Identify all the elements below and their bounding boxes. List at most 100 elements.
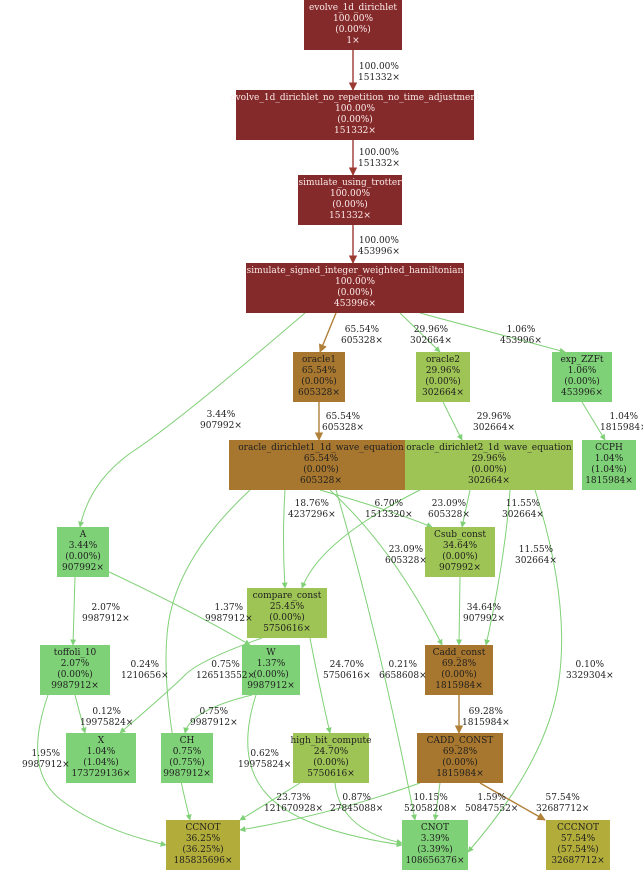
- edge-w-to-ch: [183, 694, 253, 734]
- node-self: (0.00%): [425, 377, 461, 387]
- edge-od2-to-cnot: [467, 489, 563, 853]
- edge-percent: 24.70%: [329, 660, 364, 670]
- edge-ssiwh-to-oracle2: [399, 312, 441, 353]
- node-name: Cadd_const: [432, 648, 486, 658]
- node-self: (0.00%): [301, 377, 337, 387]
- node-self: (0.00%): [253, 670, 289, 680]
- node-name: simulate_signed_integer_weighted_hamilto…: [246, 266, 464, 276]
- edge-toffoli-to-ccnot_l: [37, 694, 167, 847]
- node-calls: 108656376×: [405, 856, 465, 866]
- node-self: (0.00%): [57, 670, 93, 680]
- edge-calls: 605328×: [322, 423, 364, 433]
- node-total: 100.00%: [334, 104, 376, 114]
- edge-percent: 100.00%: [358, 236, 399, 246]
- edge-od1-to-compare: [281, 489, 288, 589]
- node-self: (1.04%): [83, 758, 119, 768]
- edge-calls: 9987912×: [190, 718, 238, 728]
- edge-percent: 1.95%: [31, 749, 61, 759]
- edge-calls: 302664×: [473, 423, 515, 433]
- edge-calls: 27845088×: [330, 804, 384, 814]
- edge-hbc-to-cnot: [334, 782, 403, 845]
- node-self: (0.00%): [65, 552, 101, 562]
- edge-percent: 65.54%: [344, 325, 380, 335]
- edges-layer: [37, 50, 606, 853]
- edge-ssiwh-to-expzzft: [419, 312, 566, 354]
- node-ssiwh[interactable]: simulate_signed_integer_weighted_hamilto…: [246, 263, 464, 313]
- node-self: (0.00%): [442, 758, 478, 768]
- edge-label-oracle1-to-od1: 65.54%605328×: [322, 412, 364, 434]
- edge-od2-to-csub: [460, 489, 471, 528]
- edge-percent: 1.04%: [609, 412, 639, 422]
- node-name: CCCNOT: [557, 823, 599, 833]
- node-total: 3.44%: [68, 541, 98, 551]
- node-total: 1.37%: [256, 659, 286, 669]
- node-total: 65.54%: [303, 454, 339, 464]
- edge-calls: 19975824×: [238, 760, 292, 770]
- node-self: (0.00%): [269, 613, 305, 623]
- node-calls: 151332×: [334, 126, 376, 136]
- node-self: (57.54%): [557, 845, 599, 855]
- edge-calls: 605328×: [341, 336, 383, 346]
- node-name: evolve_1d_dirichlet: [308, 3, 398, 13]
- edge-percent: 11.55%: [518, 545, 554, 555]
- edge-label-ssiwh-to-a: 3.44%907992×: [200, 410, 242, 432]
- edge-label-a-to-toffoli: 2.07%9987912×: [82, 603, 130, 625]
- edge-percent: 0.62%: [250, 749, 279, 759]
- node-name: compare_const: [252, 591, 322, 601]
- edge-percent: 1.06%: [506, 325, 536, 335]
- edge-label-w-to-ch: 0.75%9987912×: [190, 707, 238, 729]
- node-name: CADD_CONST: [426, 736, 494, 746]
- edge-percent: 0.87%: [342, 793, 371, 803]
- edge-calls: 4237296×: [288, 510, 336, 520]
- edge-label-hbc-to-ccnot_l: 23.73%121670928×: [264, 793, 323, 815]
- node-calls: 907992×: [439, 563, 481, 573]
- node-self: (0.75%): [169, 758, 205, 768]
- node-total: 24.70%: [313, 747, 349, 757]
- edge-toffoli-to-x: [74, 694, 87, 734]
- node-self: (0.00%): [335, 25, 371, 35]
- edge-calls: 6658608×: [379, 671, 427, 681]
- node-calls: 1815984×: [585, 476, 633, 486]
- edge-label-od1-to-compare: 18.76%4237296×: [288, 499, 336, 521]
- edge-label-oracle2-to-od2: 29.96%302664×: [473, 412, 515, 434]
- node-total: 25.45%: [269, 602, 305, 612]
- node-evolve_no[interactable]: evolve_1d_dirichlet_no_repetition_no_tim…: [230, 90, 480, 140]
- node-name: CCNOT: [185, 823, 221, 833]
- node-self: (0.00%): [337, 115, 373, 125]
- node-calls: 151332×: [329, 211, 371, 221]
- edge-percent: 18.76%: [294, 499, 329, 509]
- node-total: 57.54%: [560, 834, 596, 844]
- edge-percent: 69.28%: [468, 707, 503, 717]
- node-name: W: [266, 648, 276, 658]
- node-total: 69.28%: [442, 747, 478, 757]
- edge-percent: 100.00%: [358, 148, 399, 158]
- node-name: toffoli_10: [53, 648, 97, 658]
- node-calls: 9987912×: [51, 681, 99, 691]
- node-name: CCPH: [595, 443, 623, 453]
- edge-percent: 6.70%: [374, 499, 404, 509]
- edge-hbc-to-ccnot_l: [239, 782, 301, 821]
- edge-oracle2-to-od2: [442, 401, 463, 441]
- node-total: 1.04%: [86, 747, 116, 757]
